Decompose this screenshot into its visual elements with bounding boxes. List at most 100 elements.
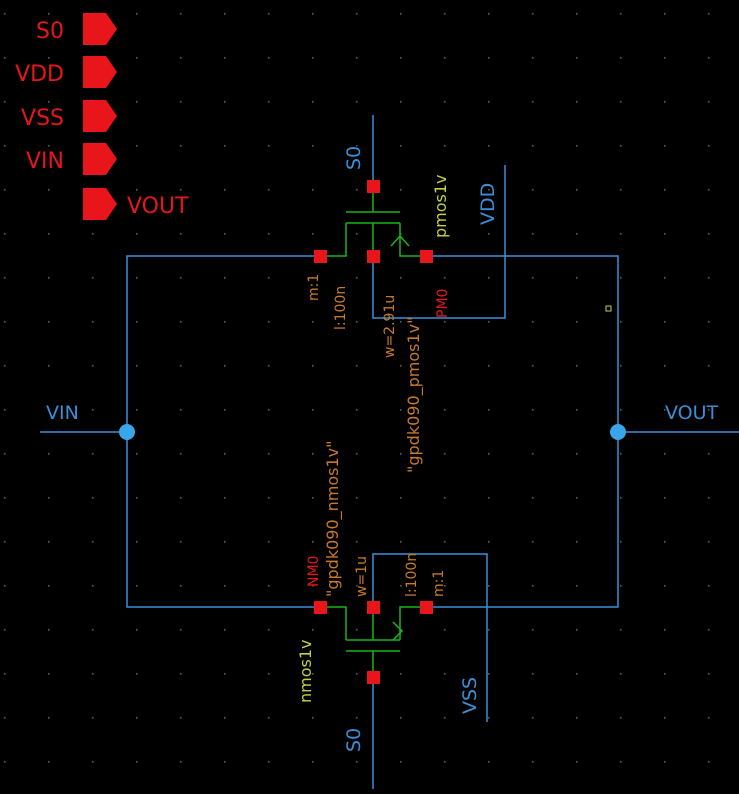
grid-dot (92, 453, 94, 455)
grid-dot (708, 277, 710, 279)
nmos-body-terminal[interactable] (367, 601, 380, 614)
grid-dot (180, 761, 182, 763)
grid-dot (576, 365, 578, 367)
grid-dot (312, 717, 314, 719)
pin-s0[interactable]: S0 (36, 13, 117, 45)
grid-dot (488, 101, 490, 103)
grid-dot (532, 145, 534, 147)
grid-dot (180, 409, 182, 411)
grid-dot (444, 277, 446, 279)
pmos-terminals[interactable] (314, 180, 433, 263)
grid-dot (268, 189, 270, 191)
grid-dot (708, 629, 710, 631)
pmos-gate-terminal[interactable] (367, 180, 380, 193)
pin-vdd[interactable]: VDD (15, 56, 117, 88)
nmos-transistor[interactable] (320, 606, 427, 677)
pin-vout[interactable]: VOUT (83, 188, 189, 220)
grid-dot (664, 409, 666, 411)
grid-dot (4, 585, 6, 587)
grid-dot (180, 365, 182, 367)
grid-dot (532, 101, 534, 103)
grid-dot (708, 585, 710, 587)
grid-dot (48, 673, 50, 675)
grid-dot (620, 585, 622, 587)
wire-vss[interactable] (372, 553, 488, 722)
grid-dot (488, 409, 490, 411)
grid-dot (136, 277, 138, 279)
grid-dot (664, 233, 666, 235)
nmos-terminals[interactable] (314, 601, 433, 684)
grid-dot (620, 673, 622, 675)
nmos-cell-name: nmos1v (296, 640, 315, 704)
grid-dot (92, 277, 94, 279)
grid-dot (620, 761, 622, 763)
grid-dot (620, 145, 622, 147)
grid-dot (532, 233, 534, 235)
grid-dot (708, 365, 710, 367)
grid-dot (224, 365, 226, 367)
grid-dot (664, 761, 666, 763)
nmos-drain-terminal[interactable] (314, 601, 327, 614)
grid-dot (708, 541, 710, 543)
grid-dot (400, 13, 402, 15)
net-label-s0-top: S0 (343, 146, 365, 170)
grid-dot (708, 321, 710, 323)
grid-dot (180, 57, 182, 59)
grid-dot (180, 453, 182, 455)
grid-dot (708, 673, 710, 675)
grid-dot (444, 497, 446, 499)
pmos-drain-terminal[interactable] (314, 250, 327, 263)
nmos-gate-terminal[interactable] (367, 671, 380, 684)
selection-marker (605, 305, 612, 312)
grid-dot (268, 145, 270, 147)
grid-dot (356, 585, 358, 587)
grid-dot (268, 717, 270, 719)
grid-dot (400, 277, 402, 279)
grid-dot (664, 13, 666, 15)
grid-dot (136, 585, 138, 587)
grid-dot (400, 321, 402, 323)
grid-dot (312, 321, 314, 323)
grid-dot (136, 101, 138, 103)
grid-dot (620, 453, 622, 455)
grid-dot (664, 101, 666, 103)
pmos-body-terminal[interactable] (367, 250, 380, 263)
pmos-transistor[interactable] (320, 186, 427, 257)
nmos-arrow-icon (392, 621, 404, 641)
grid-dot (312, 673, 314, 675)
grid-dot (224, 453, 226, 455)
grid-dot (356, 101, 358, 103)
grid-dot (48, 277, 50, 279)
pin-label-s0: S0 (36, 19, 64, 44)
junction-vout[interactable] (610, 424, 626, 440)
grid-dot (4, 145, 6, 147)
grid-dot (664, 629, 666, 631)
grid-dot (312, 453, 314, 455)
grid-dot (532, 321, 534, 323)
wire-vin-node[interactable] (126, 255, 320, 608)
grid-dot (664, 57, 666, 59)
grid-dot (532, 365, 534, 367)
pmos-source-terminal[interactable] (420, 250, 433, 263)
junction-vin[interactable] (119, 424, 135, 440)
grid-dot (400, 101, 402, 103)
grid-dot (312, 541, 314, 543)
grid-dot (268, 541, 270, 543)
grid-dot (136, 717, 138, 719)
grid-dot (444, 453, 446, 455)
pin-vss[interactable]: VSS (21, 100, 117, 132)
net-label-vss: VSS (459, 677, 481, 714)
grid-dot (224, 629, 226, 631)
grid-dot (136, 497, 138, 499)
grid-dot (708, 189, 710, 191)
pin-vin[interactable]: VIN (26, 143, 117, 175)
grid-dot (400, 145, 402, 147)
grid-dot (136, 145, 138, 147)
wire-vdd[interactable] (372, 165, 506, 319)
grid-dot (312, 145, 314, 147)
grid-dot (92, 497, 94, 499)
grid-dot (444, 585, 446, 587)
grid-dot (576, 277, 578, 279)
nmos-source-terminal[interactable] (420, 601, 433, 614)
